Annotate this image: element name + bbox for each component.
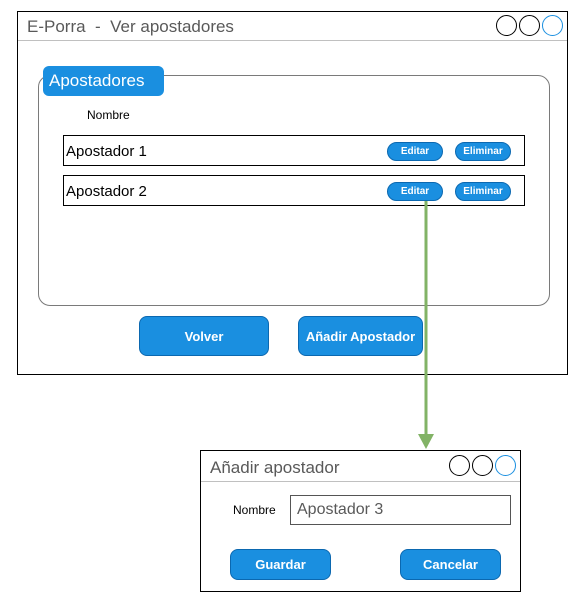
panel-title: Apostadores — [43, 66, 164, 96]
main-window-controls — [496, 15, 563, 36]
apostadores-panel — [38, 75, 550, 306]
delete-button[interactable]: Eliminar — [455, 182, 511, 201]
dialog-window-controls — [449, 455, 516, 476]
dialog-title: Añadir apostador — [210, 458, 340, 477]
save-button[interactable]: Guardar — [230, 549, 331, 580]
main-window: E-Porra - Ver apostadores Apostadores No… — [17, 11, 568, 375]
main-window-title: E-Porra - Ver apostadores — [27, 17, 234, 36]
row-name: Apostador 1 — [66, 143, 147, 160]
restore-icon[interactable] — [472, 455, 493, 476]
delete-button[interactable]: Eliminar — [455, 142, 511, 161]
dialog-titlebar: Añadir apostador — [201, 451, 520, 482]
name-label: Nombre — [233, 503, 276, 517]
edit-button[interactable]: Editar — [387, 142, 443, 161]
add-apostador-dialog: Añadir apostador Nombre Guardar Cancelar — [200, 450, 521, 592]
minimize-icon[interactable] — [496, 15, 517, 36]
restore-icon[interactable] — [519, 15, 540, 36]
add-apostador-button[interactable]: Añadir Apostador — [298, 316, 423, 356]
cancel-button[interactable]: Cancelar — [400, 549, 501, 580]
back-button[interactable]: Volver — [139, 316, 269, 356]
table-row: Apostador 2 Editar Eliminar — [63, 175, 525, 206]
maximize-icon[interactable] — [495, 455, 516, 476]
minimize-icon[interactable] — [449, 455, 470, 476]
name-input[interactable] — [290, 495, 511, 525]
arrow-head-icon — [418, 434, 434, 449]
row-name: Apostador 2 — [66, 183, 147, 200]
main-titlebar: E-Porra - Ver apostadores — [18, 12, 567, 41]
table-row: Apostador 1 Editar Eliminar — [63, 135, 525, 166]
edit-button[interactable]: Editar — [387, 182, 443, 201]
column-header-nombre: Nombre — [87, 108, 130, 122]
maximize-icon[interactable] — [542, 15, 563, 36]
